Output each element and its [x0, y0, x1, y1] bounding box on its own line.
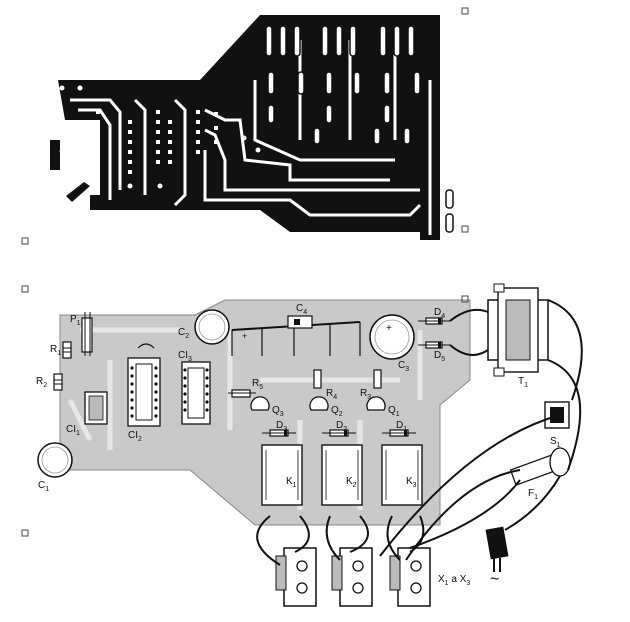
label-k1: K1 — [286, 476, 297, 489]
label-c2: C2 — [178, 327, 189, 340]
reg-mark — [461, 295, 469, 303]
label-r3: R3 — [360, 388, 371, 401]
outlet-x3 — [389, 547, 431, 607]
r4-resistor — [313, 369, 322, 389]
label-k3: K3 — [406, 476, 417, 489]
d1-diode — [382, 429, 416, 437]
c2-capacitor — [194, 309, 230, 345]
k3-relay — [381, 444, 423, 506]
p1-trimmer — [81, 312, 93, 356]
label-r4: R4 — [326, 388, 337, 401]
label-r1: R1 — [50, 344, 61, 357]
ci3-chip — [181, 361, 211, 425]
r2-resistor — [53, 373, 63, 391]
r3-resistor — [373, 369, 382, 389]
label-q2: Q2 — [331, 405, 343, 418]
ci1-chip — [84, 391, 108, 425]
c3-capacitor: + — [369, 314, 415, 360]
label-c3: C3 — [398, 360, 409, 373]
reg-mark — [461, 225, 469, 233]
label-k2: K2 — [346, 476, 357, 489]
label-c4: C4 — [296, 303, 307, 316]
k2-relay — [321, 444, 363, 506]
label-p1: P1 — [70, 314, 81, 327]
label-outlets: X1 a X3 — [438, 574, 470, 587]
reg-mark — [21, 237, 29, 245]
label-ci3: CI3 — [178, 350, 192, 363]
component-side-pcb: + + — [21, 283, 583, 607]
d5-diode — [418, 341, 450, 349]
outlet-x1 — [275, 547, 317, 607]
d3-diode — [262, 429, 296, 437]
ac-plug — [485, 526, 509, 572]
d4-diode — [418, 317, 450, 325]
k1-relay — [261, 444, 303, 506]
c1-capacitor — [37, 442, 73, 478]
label-ci2: CI2 — [128, 430, 142, 443]
label-d1: D1 — [396, 420, 407, 433]
q3-transistor — [250, 396, 270, 411]
outlet-x2 — [331, 547, 373, 607]
label-d4: D4 — [434, 307, 445, 320]
q2-transistor — [309, 396, 329, 411]
ac-symbol: ~ — [490, 571, 499, 588]
t1-transformer — [487, 283, 549, 377]
label-d3: D3 — [276, 420, 287, 433]
label-r2: R2 — [36, 376, 47, 389]
label-f1: F1 — [528, 488, 538, 501]
r1-resistor — [62, 341, 72, 359]
c4-plus: + — [242, 331, 247, 341]
label-q1: Q1 — [388, 405, 400, 418]
label-r5: R5 — [252, 378, 263, 391]
wiring — [256, 299, 583, 566]
reg-mark — [21, 529, 29, 537]
r5-resistor — [228, 389, 256, 398]
label-ci1: CI1 — [66, 424, 80, 437]
label-q3: Q3 — [272, 405, 284, 418]
copper-side-pcb — [21, 7, 469, 245]
reg-mark — [21, 285, 29, 293]
label-d2: D2 — [336, 420, 347, 433]
f1-fuse — [509, 447, 571, 486]
c4-capacitor: + — [231, 315, 361, 356]
label-t1: T1 — [518, 376, 528, 389]
c3-plus: + — [386, 323, 392, 334]
label-c1: C1 — [38, 480, 49, 493]
reg-mark — [461, 7, 469, 15]
d2-diode — [322, 429, 356, 437]
label-d5: D5 — [434, 350, 445, 363]
q1-transistor — [366, 396, 386, 411]
label-s1: S1 — [550, 436, 561, 449]
